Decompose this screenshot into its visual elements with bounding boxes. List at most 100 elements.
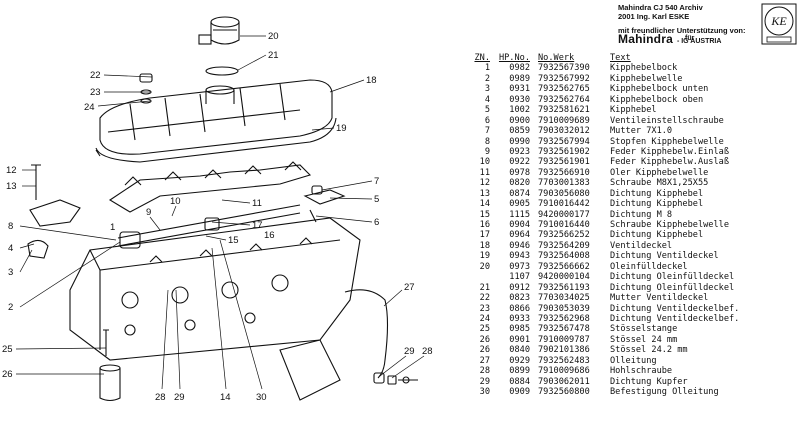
cell-zn: 18	[479, 240, 490, 251]
cell-zn: 13	[479, 188, 490, 199]
callout-10: 10	[170, 196, 181, 207]
archive-seal: KE	[761, 3, 797, 45]
cell-hp-no: 0874	[509, 188, 530, 199]
callout-13: 13	[6, 181, 17, 192]
banjo-bolt	[373, 372, 418, 385]
cell-text: Stösselstange	[610, 324, 678, 335]
callout-17: 17	[252, 220, 263, 231]
header-line-3: mit freundlicher Unterstützung von:	[618, 26, 746, 35]
callout-12: 12	[6, 165, 17, 176]
callout-11: 11	[252, 198, 262, 209]
rocker-arm-assembly	[108, 161, 312, 213]
cell-no-werk: 7703034025	[538, 293, 590, 304]
cell-zn: 28	[479, 366, 490, 377]
cell-hp-no: 0964	[509, 230, 530, 241]
cell-hp-no: 0989	[509, 73, 530, 84]
callout-15: 15	[228, 235, 239, 246]
cell-text: Dichtung Kipphebel	[610, 230, 704, 241]
cell-hp-no: 0912	[509, 282, 530, 293]
callout-19: 19	[336, 123, 347, 134]
cell-hp-no: 1115	[509, 209, 530, 220]
cell-hp-no: 0978	[509, 167, 530, 178]
cell-hp-no: 0973	[509, 261, 530, 272]
cell-zn: 24	[479, 313, 490, 324]
cell-hp-no: 0904	[509, 220, 530, 230]
callout-6: 6	[374, 217, 379, 228]
push-rod	[103, 329, 109, 356]
cell-no-werk: 7932581621	[538, 105, 590, 116]
callout-8: 8	[8, 221, 13, 232]
cell-hp-no: 0946	[509, 240, 530, 251]
cell-zn: 19	[479, 251, 490, 262]
cell-zn: 3	[484, 84, 490, 95]
tappet	[99, 364, 121, 402]
cell-no-werk: 7932562968	[538, 313, 590, 324]
cell-text: Stössel 24 mm	[610, 334, 678, 345]
cell-hp-no: 1002	[509, 105, 530, 116]
archive-header: Mahindra CJ 540 Archiv 2001 Ing. Karl ES…	[618, 3, 768, 46]
cell-hp-no: 0990	[509, 136, 530, 147]
cell-no-werk: 7932567992	[538, 73, 590, 84]
leader-lines	[15, 35, 425, 390]
callout-7: 7	[374, 176, 379, 187]
cell-text: Dichtung Kipphebel	[610, 199, 704, 210]
callout-16: 16	[264, 230, 275, 241]
cell-text: Feder Kipphebelw.Auslaß	[610, 157, 729, 168]
callout-29: 29	[174, 392, 185, 403]
cell-zn: 6	[484, 115, 490, 126]
cell-no-werk: 7932566662	[538, 261, 590, 272]
cell-text: Dichtung M 8	[610, 209, 673, 220]
brand-row: Mahindra - IG AUSTRIA	[618, 32, 768, 46]
cell-zn: 1	[484, 63, 490, 74]
cell-text: Dichtung Öleinfülldeckel	[610, 272, 735, 283]
brand-logo: Mahindra	[618, 32, 673, 46]
cell-hp-no: 0901	[509, 334, 530, 345]
callout-1: 1	[110, 222, 115, 233]
cell-hp-no: 0820	[509, 178, 530, 189]
oil-line	[344, 289, 389, 379]
cell-hp-no: 0823	[509, 293, 530, 304]
cell-text: Dichtung Ventildeckel	[610, 251, 719, 262]
callout-27: 27	[404, 282, 415, 293]
brand-country: - IG AUSTRIA	[676, 38, 722, 45]
cell-text: Kipphebelwelle	[610, 73, 683, 84]
callout-25: 25	[2, 344, 13, 355]
cell-no-werk: 7910016442	[538, 199, 590, 210]
col-hp-no: HP.No.	[498, 53, 530, 63]
callout-29-right: 29	[404, 346, 415, 357]
cell-no-werk: 7932560800	[538, 387, 590, 397]
cell-zn: 21	[479, 282, 490, 293]
cell-zn	[466, 272, 490, 282]
cell-hp-no: 0866	[509, 303, 530, 314]
cell-no-werk: 7910016440	[538, 220, 590, 230]
cell-text: Dichtung Kupfer	[610, 376, 688, 387]
filler-gasket-ring	[205, 66, 239, 76]
cell-hp-no: 0923	[509, 146, 530, 157]
cell-no-werk: 7903056080	[538, 188, 590, 199]
cell-no-werk: 7932564008	[538, 251, 590, 262]
cell-zn: 26	[479, 345, 490, 356]
callout-22: 22	[90, 70, 101, 81]
cell-zn: 15	[479, 209, 490, 220]
callout-2: 2	[8, 302, 13, 313]
callout-21: 21	[268, 50, 279, 61]
cylinder-head	[69, 217, 361, 401]
cell-text: Dichtung Ventildeckelbef.	[610, 313, 740, 324]
cell-text: Ventildeckel	[610, 240, 673, 251]
